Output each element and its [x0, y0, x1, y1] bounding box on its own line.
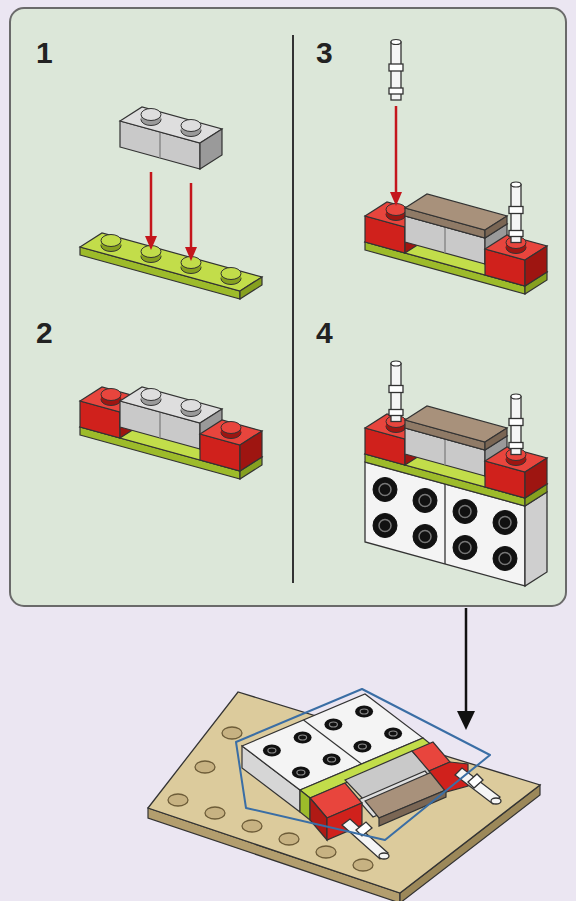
base-plate-scene-part-part: [279, 833, 299, 845]
step-4-art-part: [389, 361, 403, 422]
placement-arrow-part: [465, 608, 468, 714]
step-3-art-part: [390, 192, 402, 206]
base-plate-scene-part-part: [491, 798, 501, 804]
base-plate-scene-part-part: [360, 709, 368, 714]
base-plate-scene-part-part: [268, 748, 276, 753]
base-plate-scene-part: [310, 798, 327, 840]
base-plate-scene-part-part: [222, 727, 242, 739]
step-1-art-part: [150, 172, 153, 238]
base-plate-scene-part-part: [455, 768, 500, 804]
base-plate-scene-part-part: [263, 745, 281, 757]
step-number: 4: [316, 318, 333, 348]
step-2-art-part: [80, 387, 262, 479]
step-3-art-part: [395, 106, 398, 194]
step-1-art-part: [101, 235, 241, 285]
placement-arrow: [457, 608, 475, 730]
step-1-art-part: [190, 183, 193, 249]
base-plate-scene-part: [342, 768, 501, 859]
step-4-art-part: [509, 394, 523, 455]
step-number: 3: [316, 38, 333, 68]
base-plate-scene-part-part: [328, 757, 336, 762]
step-number: 1: [36, 38, 53, 68]
step-4-art-part: [405, 406, 507, 450]
step-3-art-part: [405, 194, 507, 238]
panel-divider: [292, 35, 294, 583]
base-plate-scene-part-part: [299, 735, 307, 740]
base-plate-scene-part-part: [355, 706, 373, 718]
step-3-art-part: [389, 40, 403, 101]
step-1-art-part: [185, 247, 197, 261]
step-number: 2: [36, 318, 53, 348]
step-1-art-part: [145, 236, 157, 250]
step-3-art: [365, 40, 547, 295]
base-plate-scene-part: [304, 720, 362, 764]
base-plate-scene-part-part: [324, 719, 342, 731]
base-plate-scene-part-part: [242, 820, 262, 832]
base-plate-scene-part-part: [297, 770, 305, 775]
base-plate-scene-part-part: [168, 794, 188, 806]
base-plate-scene-part-part: [205, 807, 225, 819]
base-plate-scene-part: [236, 689, 490, 840]
base-plate-scene-part-part: [389, 731, 397, 736]
step-1-art: [80, 107, 262, 299]
base-plate-scene-part-part: [353, 859, 373, 871]
step-1-art-part: [80, 233, 262, 299]
base-plate-scene-part-part: [379, 853, 389, 859]
base-plate-scene-part-part: [358, 744, 366, 749]
base-plate-scene-part-part: [292, 767, 310, 779]
base-plate-scene-part-part: [294, 732, 312, 744]
base-plate-scene-part-part: [468, 774, 483, 788]
placement-arrow-part: [457, 711, 475, 730]
step-1-art-part: [120, 107, 222, 169]
step-3-art-part: [509, 182, 523, 243]
base-plate-scene-part-part: [195, 761, 215, 773]
base-plate-scene-part: [300, 790, 310, 820]
step-4-art: [365, 361, 547, 586]
base-plate-scene-part-part: [329, 722, 337, 727]
step-panel: [10, 8, 566, 606]
base-plate-scene-part-part: [316, 846, 336, 858]
base-plate-scene-part-part: [353, 741, 371, 753]
base-plate-scene-part-part: [384, 728, 402, 740]
base-plate-scene-part-part: [323, 754, 341, 766]
step-2-art: [80, 387, 262, 479]
base-plate-scene: [148, 689, 540, 901]
base-plate-scene-part: [379, 790, 446, 826]
base-plate-scene-part: [148, 692, 540, 893]
